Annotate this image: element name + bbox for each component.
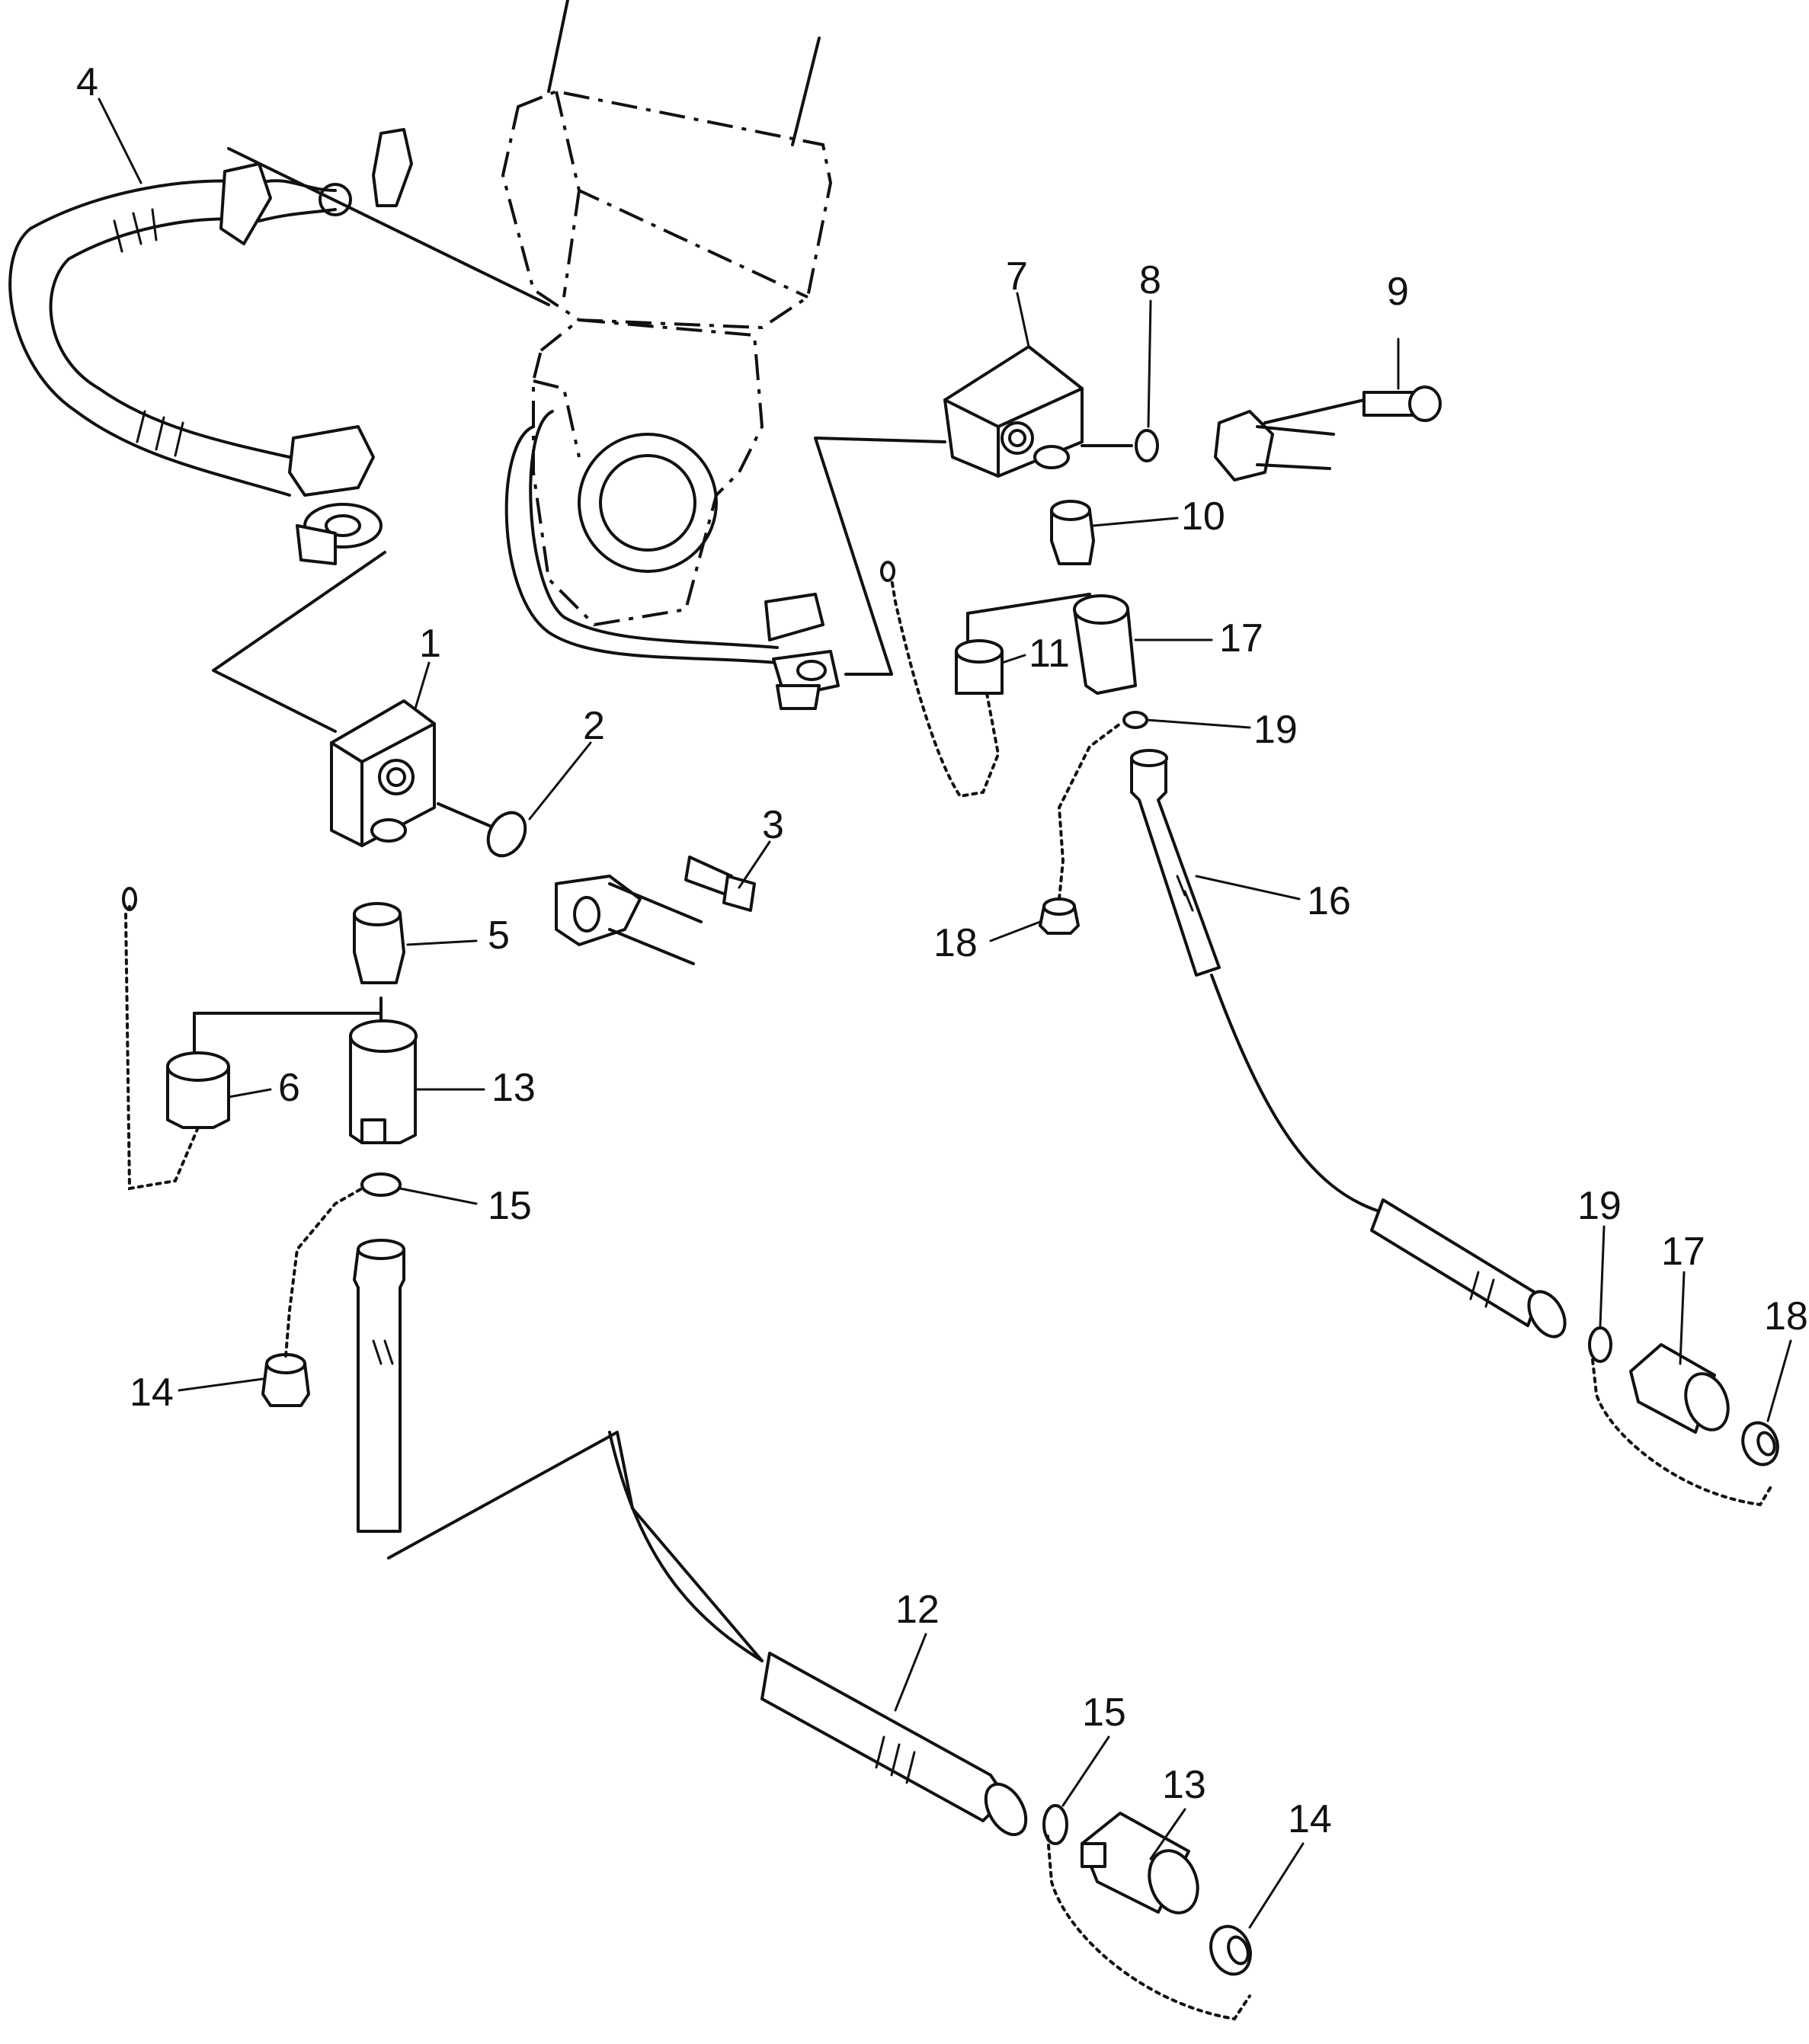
label-13-lower: 13 [1162,1763,1206,1807]
cap-part-6 [122,887,230,1191]
plug-part-14-lower [1209,1924,1252,1976]
block-part-1 [330,699,436,847]
coupler-part-17-lower [1629,1343,1730,1434]
plug-part-14-upper [261,1187,363,1407]
label-10: 10 [1181,494,1225,539]
label-2: 2 [583,704,605,748]
label-1: 1 [419,622,441,666]
cylinder-port-clamp [764,593,893,710]
o-ring-part-2 [486,811,527,858]
label-15-lower: 15 [1082,1691,1126,1735]
washer-part-19-upper [1122,711,1148,729]
label-18-upper: 18 [933,921,978,965]
coupler-part-13-upper [349,1019,418,1144]
washer-part-15-upper [360,1172,402,1197]
coupler-part-13-lower [1081,1812,1199,1914]
label-15-upper: 15 [488,1184,532,1228]
label-9: 9 [1387,270,1409,314]
connector-lines [193,437,1091,1662]
label-8: 8 [1139,258,1161,302]
flange-and-bolt-part-3 [555,856,756,965]
leader-lines [98,98,1792,1929]
label-19-lower: 19 [1577,1184,1622,1228]
washer-part-19-lower [1588,1326,1612,1363]
label-5: 5 [488,913,510,958]
plug-part-18-upper [1039,722,1122,935]
label-3: 3 [762,803,784,847]
hose-part-16 [1130,749,1567,1339]
label-13-upper: 13 [491,1066,536,1110]
plug-part-18-lower [1741,1421,1779,1467]
nipple-part-10 [1050,500,1095,565]
label-17-upper: 17 [1219,616,1263,661]
nipple-part-5 [353,902,405,984]
cap-part-11 [880,561,1004,798]
coupler-part-17-upper [1073,594,1137,695]
label-12: 12 [895,1588,940,1632]
hydraulic-cylinder [501,0,833,664]
block-part-7 [943,345,1084,478]
washer-part-15-lower [1042,1804,1068,1845]
label-18-lower: 18 [1764,1294,1808,1339]
chain-right [1591,1358,1773,1507]
hose-pipe-part-4 [8,128,550,565]
o-ring-part-8 [1135,429,1159,462]
label-14-upper: 14 [130,1371,174,1415]
part-labels: 4 1 2 3 5 6 13 15 14 7 8 9 10 11 17 19 1… [76,60,1808,1841]
label-6: 6 [278,1066,300,1110]
hose-part-12 [353,1239,1028,1837]
label-4: 4 [76,60,98,104]
chain-lower [1046,1834,1251,2021]
flange-and-bolt-part-9 [1214,385,1442,481]
label-14-lower: 14 [1288,1797,1332,1841]
label-11: 11 [1029,632,1070,676]
label-7: 7 [1006,254,1028,299]
label-16: 16 [1307,879,1351,923]
label-19-upper: 19 [1253,708,1298,752]
label-17-lower: 17 [1661,1230,1705,1274]
